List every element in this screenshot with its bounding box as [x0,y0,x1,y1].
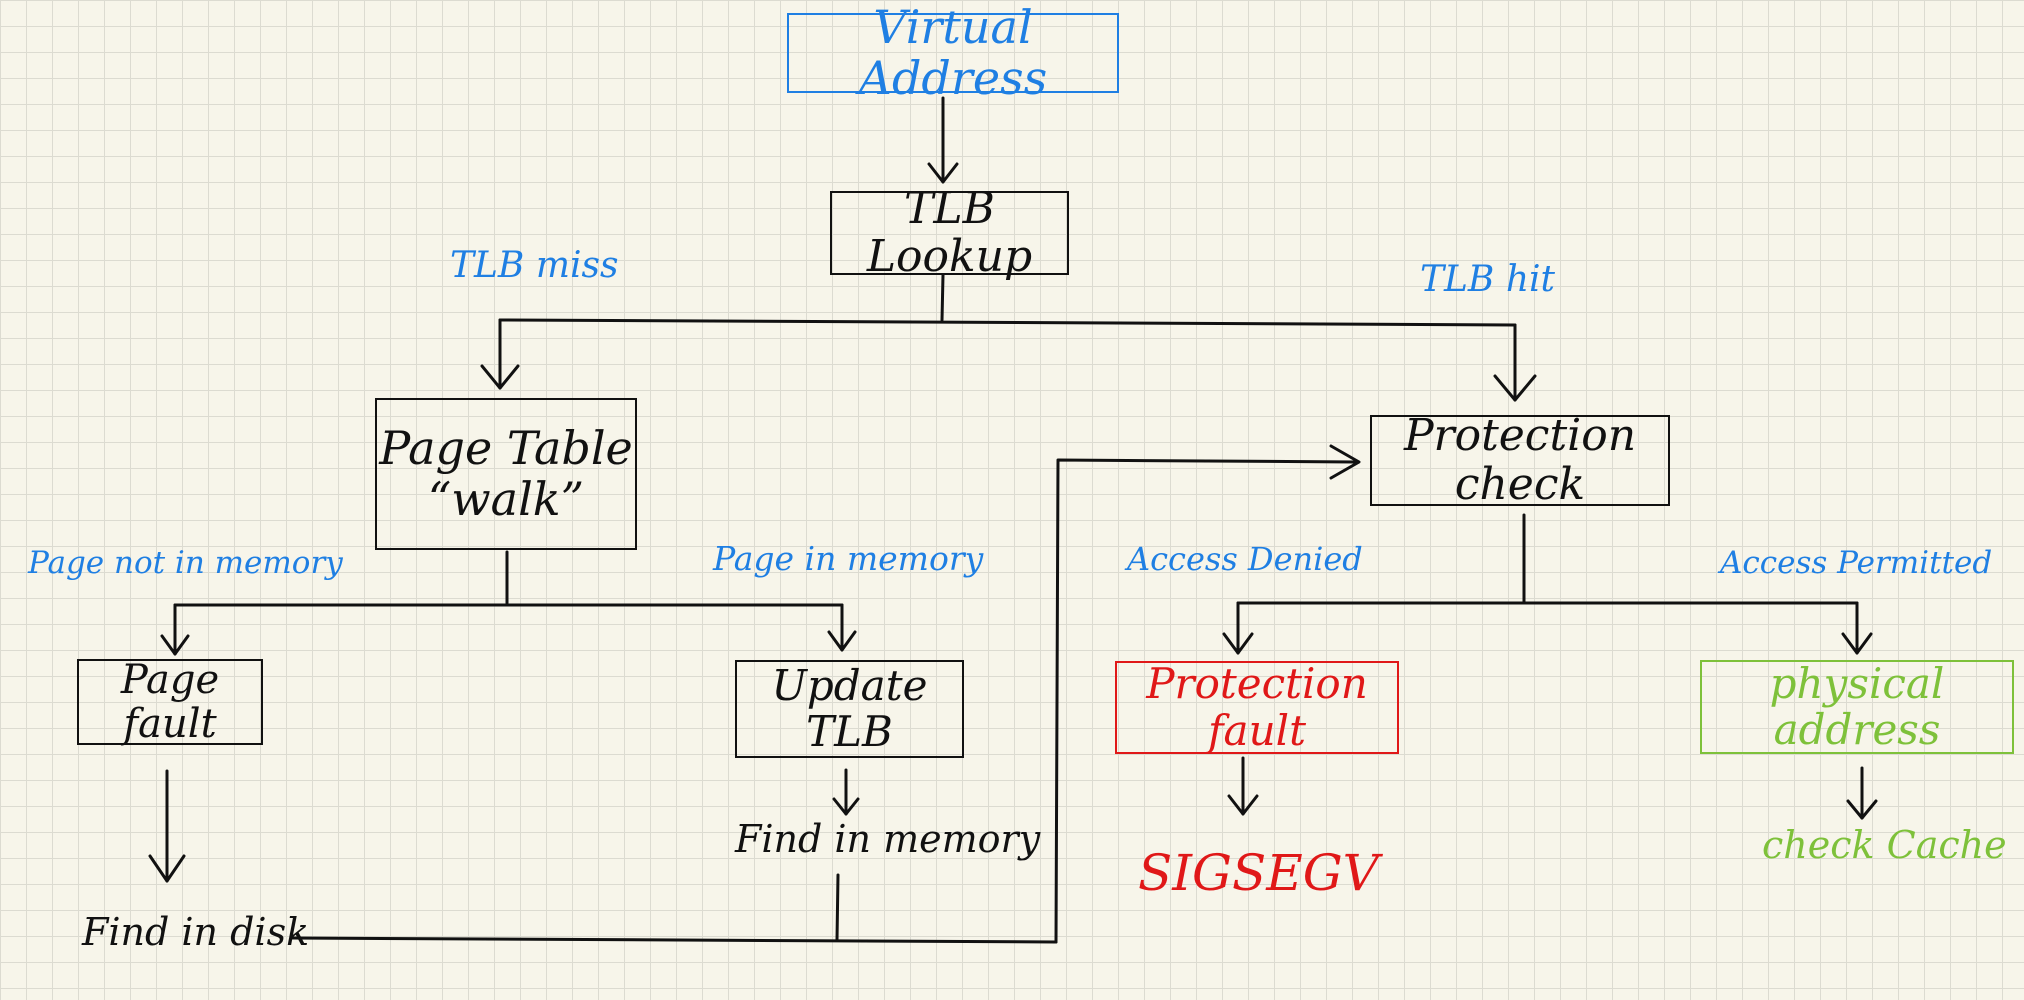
page-table-walk-label: Page Table “walk” [379,421,633,526]
line-return-up [1054,458,1357,944]
sigsegv-text: SIGSEGV [1138,844,1379,902]
arrowhead-va-to-tlb [927,162,959,184]
page-table-walk-box: Page Table “walk” [375,398,637,550]
protection-check-box: Protection check [1370,410,1670,510]
virtual-address-box: Virtual Address [787,2,1119,103]
access-permitted-label: Access Permitted [1720,545,1993,581]
arrowhead-tlb-miss [480,364,520,390]
line-tlb-stem [940,273,945,322]
tlb-lookup-box: TLB Lookup [830,184,1069,281]
protection-check-label: Protection check [1403,410,1637,510]
virtual-address-label: Virtual Address [858,0,1048,105]
physical-address-box: physical address [1700,660,2014,754]
page-in-memory-label: Page in memory [713,539,984,578]
arrowhead-fault-to-sigsegv [1227,794,1259,816]
line-tlb-branch [498,318,1517,327]
protection-fault-label: Protection fault [1146,659,1368,755]
check-cache-text: check Cache [1762,823,2007,867]
arrowhead-physical-to-cache [1846,799,1878,820]
update-tlb-label: Update TLB [771,660,928,756]
page-not-in-memory-label: Page not in memory [28,545,343,581]
tlb-lookup-label: TLB Lookup [866,182,1033,282]
find-in-memory-text: Find in memory [735,817,1041,861]
page-fault-box: Page fault [77,657,263,747]
arrowhead-fault-to-disk [148,854,186,883]
arrowhead-to-protection-check [1329,444,1361,480]
physical-address-label: physical address [1769,658,1945,754]
page-fault-label: Page fault [120,657,220,747]
update-tlb-box: Update TLB [735,660,964,758]
find-in-disk-text: Find in disk [82,910,310,954]
protection-fault-box: Protection fault [1115,661,1399,754]
arrowhead-page-in-memory [827,630,857,652]
access-denied-label: Access Denied [1127,540,1363,578]
line-disk-to-return [290,936,1058,944]
tlb-miss-label: TLB miss [450,245,619,286]
arrowhead-access-permitted [1841,632,1873,655]
arrowhead-access-denied [1222,632,1254,655]
arrowhead-tlb-hit [1493,374,1537,402]
line-memory-down [835,873,840,942]
tlb-hit-label: TLB hit [1420,259,1555,300]
arrowhead-update-to-memory [832,797,860,816]
arrowhead-page-not-in-memory [160,634,190,656]
